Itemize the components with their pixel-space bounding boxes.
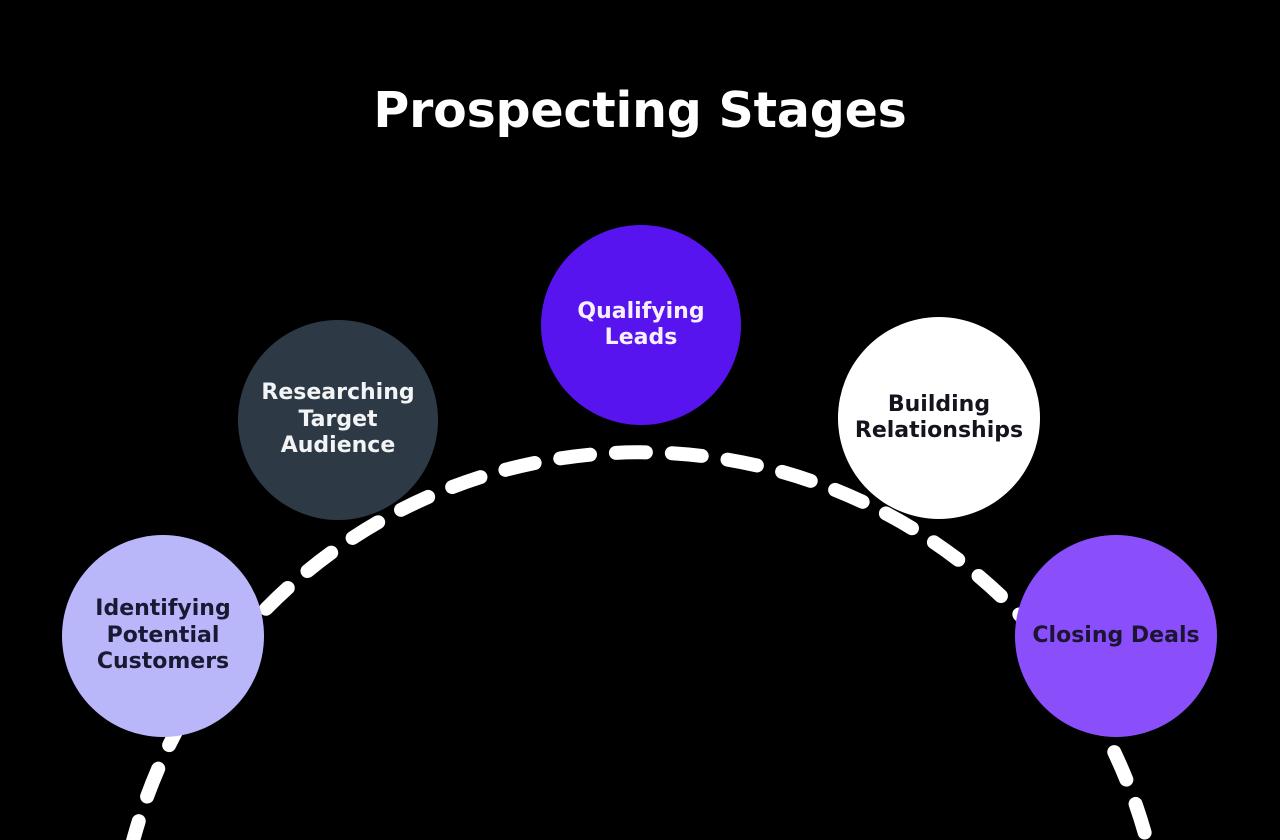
stage-circle-5[interactable]: Closing Deals — [1015, 535, 1217, 737]
dashed-arc-connector — [126, 445, 1154, 840]
stage-label-3: Qualifying Leads — [577, 298, 705, 350]
stage-circle-4[interactable]: Building Relationships — [838, 317, 1040, 519]
stage-label-1: Identifying Potential Customers — [95, 596, 231, 675]
page-title: Prospecting Stages — [373, 82, 907, 139]
stage-circle-3[interactable]: Qualifying Leads — [541, 225, 741, 425]
stage-label-5: Closing Deals — [1032, 622, 1200, 648]
stage-circle-1[interactable]: Identifying Potential Customers — [62, 535, 264, 737]
stage-label-4: Building Relationships — [854, 391, 1024, 443]
stage-circle-2[interactable]: Researching Target Audience — [238, 320, 438, 520]
stage-label-2: Researching Target Audience — [261, 380, 415, 459]
